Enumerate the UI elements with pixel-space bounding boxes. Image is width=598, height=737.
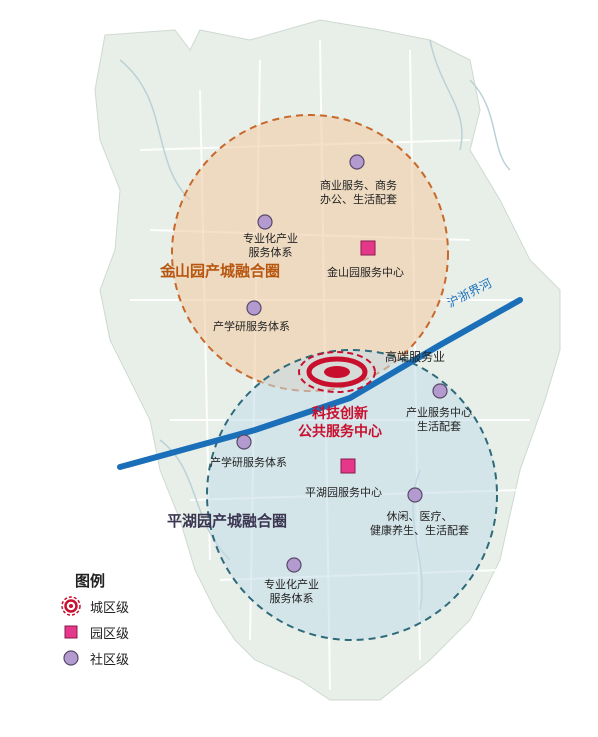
research-south-node-dot	[236, 434, 252, 450]
river-line	[117, 297, 523, 470]
center-side-label: 高端服务业	[385, 350, 446, 364]
research-north-node-dot	[246, 300, 262, 316]
jinshan-circle-title: 金山园产城融合圈	[160, 262, 281, 280]
industry-service-line2: 生活配套	[417, 420, 461, 433]
pinghu-park-center-marker	[340, 458, 356, 474]
legend-item-city: 城区级	[58, 595, 129, 617]
leisure-node-dot	[407, 487, 423, 503]
leisure-line1: 休闲、医疗、	[386, 510, 453, 523]
city-center-marker	[298, 351, 376, 393]
industry-service-node-dot	[432, 383, 448, 399]
legend-park-label: 园区级	[90, 626, 130, 642]
pinghu-circle-title: 平湖园产城融合圈	[167, 512, 288, 530]
commerce-node-dot	[349, 154, 365, 170]
legend-title: 图例	[75, 572, 106, 590]
jinshan-park-center-label: 金山园服务中心	[327, 266, 404, 279]
commerce-line2: 办公、生活配套	[320, 193, 397, 206]
legend-community-label: 社区级	[90, 652, 130, 668]
specialized-north-line2: 服务体系	[248, 246, 293, 259]
commerce-line1: 商业服务、商务	[320, 179, 397, 192]
specialized-south-node-label: 专业化产业 服务体系	[264, 578, 319, 606]
commerce-node-label: 商业服务、商务 办公、生活配套	[320, 179, 397, 207]
leisure-node-label: 休闲、医疗、 健康养生、生活配套	[370, 510, 469, 538]
research-south-node-label: 产学研服务体系	[210, 456, 287, 469]
specialized-north-line1: 专业化产业	[243, 232, 298, 245]
industry-service-node-label: 产业服务中心 生活配套	[406, 406, 472, 434]
legend-item-community: 社区级	[58, 647, 129, 669]
specialized-north-node-label: 专业化产业 服务体系	[243, 232, 298, 260]
specialized-south-line2: 服务体系	[269, 592, 314, 605]
specialized-south-line1: 专业化产业	[264, 578, 319, 591]
legend-item-park: 园区级	[58, 621, 129, 643]
center-title-line1: 科技创新	[312, 406, 368, 422]
legend-city-label: 城区级	[90, 600, 130, 616]
center-title-line2: 公共服务中心	[298, 424, 382, 440]
center-title: 科技创新 公共服务中心	[298, 405, 382, 441]
community-level-icon	[58, 647, 84, 669]
specialized-south-node-dot	[286, 557, 302, 573]
pinghu-park-center-label: 平湖园服务中心	[305, 486, 382, 499]
research-north-node-label: 产学研服务体系	[213, 320, 290, 333]
jinshan-park-center-marker	[360, 240, 376, 256]
leisure-line2: 健康养生、生活配套	[370, 524, 469, 537]
park-level-icon	[58, 621, 84, 643]
specialized-north-node-dot	[257, 214, 273, 230]
industry-service-line1: 产业服务中心	[406, 406, 472, 419]
city-level-icon	[58, 595, 84, 617]
